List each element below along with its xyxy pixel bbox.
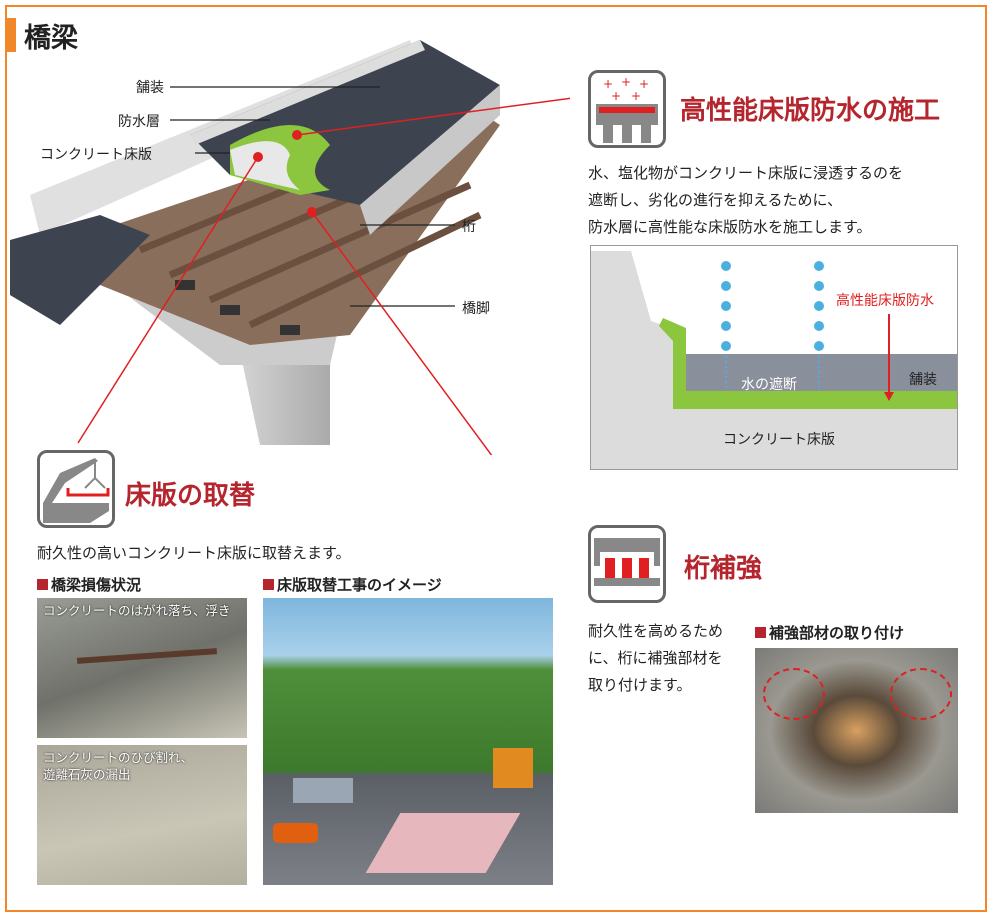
reinforcement-photo: [755, 648, 958, 813]
highlight-circle-right: [890, 668, 952, 720]
label-pier: 橋脚: [462, 301, 490, 317]
slab-replacement-heading: 床版の取替: [125, 481, 256, 511]
construction-image: [263, 598, 553, 885]
damage-title: 橋梁損傷状況: [37, 574, 141, 595]
svg-text:+: +: [621, 75, 631, 89]
svg-text:+: +: [631, 89, 641, 103]
reinforcement-photo-title: 補強部材の取り付け: [755, 622, 904, 643]
title-accent-bar: [7, 18, 16, 52]
label-concrete-slab: コンクリート床版: [40, 147, 152, 163]
svg-text:+: +: [611, 89, 621, 103]
membrane-label: 高性能床版防水: [836, 293, 934, 309]
pavement-label: 舗装: [909, 372, 937, 388]
label-pavement: 舗装: [136, 80, 164, 96]
caption-line: コンクリートのひび割れ、: [43, 750, 194, 765]
desc-line: 水、塩化物がコンクリート床版に浸透するのを: [588, 164, 904, 182]
highlight-circle-left: [763, 668, 825, 720]
girder-reinforcement-icon: [588, 525, 666, 603]
waterproofing-diagram: 高性能床版防水 水の遮断 舗装 コンクリート床版: [590, 245, 958, 470]
svg-text:+: +: [603, 77, 613, 91]
page-frame: [5, 5, 987, 912]
desc-line: に、桁に補強部材を: [588, 649, 723, 667]
image-title: 床版取替工事のイメージ: [263, 574, 442, 595]
damage-photo-1: コンクリートのはがれ落ち、浮き: [37, 598, 247, 738]
water-block-label: 水の遮断: [741, 377, 797, 393]
waterproofing-description: 水、塩化物がコンクリート床版に浸透するのを 遮断し、劣化の進行を抑えるために、 …: [588, 160, 903, 241]
desc-line: 遮断し、劣化の進行を抑えるために、: [588, 191, 843, 209]
photo-caption: コンクリートのはがれ落ち、浮き: [43, 603, 231, 618]
desc-line: 取り付けます。: [588, 676, 692, 694]
girder-description: 耐久性を高めるため に、桁に補強部材を 取り付けます。: [588, 618, 723, 699]
photo-caption: コンクリートのひび割れ、遊離石灰の漏出: [43, 749, 193, 783]
page-title: 橋梁: [24, 23, 78, 54]
label-girder: 桁: [462, 219, 476, 235]
desc-line: 耐久性を高めるため: [588, 622, 724, 640]
label-waterproof-layer: 防水層: [118, 114, 160, 130]
waterproofing-icon: +++++: [588, 70, 666, 148]
waterproofing-heading: 高性能床版防水の施工: [680, 96, 941, 126]
caption-line: 遊離石灰の漏出: [43, 767, 131, 782]
damage-photo-2: コンクリートのひび割れ、遊離石灰の漏出: [37, 745, 247, 885]
bridge-illustration: [10, 40, 570, 455]
desc-line: 防水層に高性能な床版防水を施工します。: [588, 218, 872, 236]
girder-heading: 桁補強: [684, 554, 763, 584]
slab-replacement-description: 耐久性の高いコンクリート床版に取替えます。: [37, 544, 351, 562]
slab-label: コンクリート床版: [723, 432, 835, 448]
slab-replacement-icon: [37, 450, 115, 528]
svg-text:+: +: [639, 77, 649, 91]
